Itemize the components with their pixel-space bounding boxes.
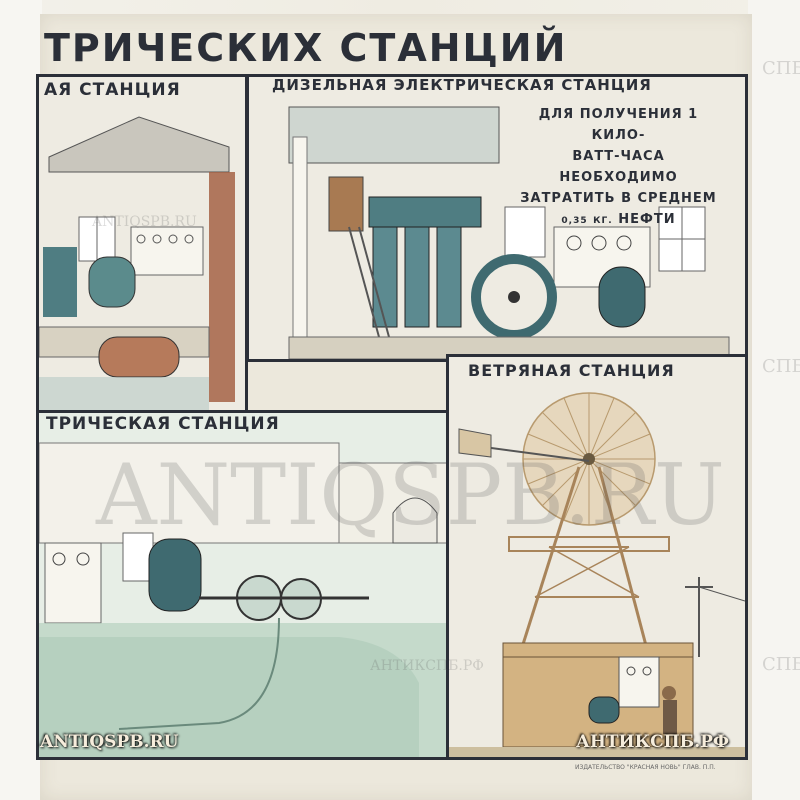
diesel-station-title: ДИЗЕЛЬНАЯ ЭЛЕКТРИЧЕСКАЯ СТАНЦИЯ	[272, 76, 652, 94]
wind-station-illustration	[449, 357, 745, 757]
diesel-note-line-3: ЗАТРАТИТЬ В СРЕДНЕМ	[520, 191, 717, 206]
diesel-note-line-1: ДЛЯ ПОЛУЧЕНИЯ 1 КИЛО-	[538, 107, 699, 143]
wind-station-title: ВЕТРЯНАЯ СТАНЦИЯ	[468, 361, 675, 380]
hydro-station-illustration	[39, 413, 449, 757]
diesel-note-line-4: 0,35 КГ. НЕФТИ	[516, 209, 721, 232]
steam-station-illustration	[39, 77, 245, 413]
windmill-rotor	[522, 392, 656, 526]
steam-station-title: АЯ СТАНЦИЯ	[44, 80, 181, 100]
wall-left	[0, 0, 42, 800]
panel-hydro-station	[36, 410, 452, 760]
windmill-tower	[508, 466, 670, 658]
diesel-station-illustration	[249, 77, 745, 359]
panel-wind-station	[446, 354, 748, 760]
panel-diesel-station	[246, 74, 748, 362]
diesel-note-amount: 0,35	[561, 216, 588, 226]
watermark-corner-right: АНТИКСПБ.РФ	[576, 732, 730, 752]
diesel-note-line-2: ВАТТ-ЧАСА НЕОБХОДИМО	[559, 149, 678, 185]
panel-steam-station	[36, 74, 248, 416]
diesel-fuel-note: ДЛЯ ПОЛУЧЕНИЯ 1 КИЛО- ВАТТ-ЧАСА НЕОБХОДИ…	[516, 104, 721, 232]
poster-title: ТРИЧЕСКИХ СТАНЦИЙ	[44, 26, 568, 70]
wall-right	[748, 0, 800, 800]
hydro-station-title: ТРИЧЕСКАЯ СТАНЦИЯ	[46, 414, 280, 434]
diesel-note-unit: КГ.	[593, 216, 613, 226]
publisher-imprint: ИЗДАТЕЛЬСТВО "КРАСНАЯ НОВЬ" ГЛАВ. П.П.	[575, 764, 716, 771]
watermark-corner-left: ANTIQSPB.RU	[40, 732, 179, 752]
diesel-note-fuel: НЕФТИ	[618, 212, 676, 227]
